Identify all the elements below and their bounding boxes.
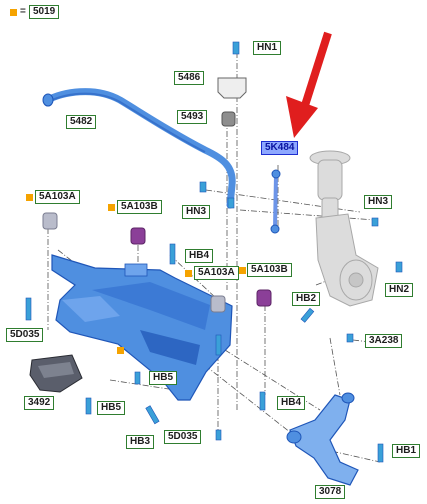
stabilizer-link-top <box>271 169 281 179</box>
lower-control-arm-3078 <box>289 394 359 486</box>
callout-hb5-lower: HB5 <box>97 401 126 415</box>
bushing-5a103a-mid <box>210 295 226 313</box>
stabilizer-link-bottom <box>270 224 280 234</box>
callout-hb5-upper: HB5 <box>149 371 178 385</box>
stabilizer-bar-shade <box>47 92 206 153</box>
stabilizer-bar <box>44 88 236 209</box>
legend-equals: = <box>20 6 26 17</box>
fasteners <box>25 181 403 463</box>
marker-3a238 <box>117 347 124 354</box>
bushing-5a103a-top <box>42 212 58 230</box>
stabilizer-bracket <box>217 77 247 99</box>
callout-hn1: HN1 <box>253 41 282 55</box>
callout-5486: 5486 <box>174 71 205 85</box>
callout-5d035-left: 5D035 <box>6 328 44 342</box>
marker-5a103a-mid <box>185 270 192 277</box>
legend-marker <box>10 9 17 16</box>
callout-hn3-left: HN3 <box>182 205 211 219</box>
callout-5k484: 5K484 <box>261 141 299 155</box>
callout-3078: 3078 <box>315 485 346 499</box>
stabilizer-bushing <box>221 111 236 127</box>
callout-hb4-lower: HB4 <box>277 396 306 410</box>
bolt-hn1 <box>232 41 240 55</box>
stabilizer-link <box>273 173 278 230</box>
stabilizer-end <box>42 93 54 107</box>
callout-3a238: 3A238 <box>365 334 403 348</box>
callout-hn2: HN2 <box>385 283 414 297</box>
callout-5482: 5482 <box>66 115 97 129</box>
callout-5d035-lower: 5D035 <box>164 430 202 444</box>
callout-5a103a-top: 5A103A <box>35 190 80 204</box>
marker-5a103a-top <box>26 194 33 201</box>
callout-5a103b-top: 5A103B <box>117 200 162 214</box>
marker-5a103b-mid <box>239 267 246 274</box>
bushing-5a103b-top <box>130 227 146 245</box>
callout-hb4-top: HB4 <box>185 249 214 263</box>
callout-hb3: HB3 <box>126 435 155 449</box>
marker-5a103b-top <box>108 204 115 211</box>
red-pointer-arrow <box>286 31 332 138</box>
bushing-5a103b-mid <box>256 289 272 307</box>
legend-code: 5019 <box>29 5 60 19</box>
callout-hb2: HB2 <box>292 292 321 306</box>
callout-3492: 3492 <box>24 396 55 410</box>
strut-knuckle-assembly <box>309 150 379 307</box>
callout-hn3-right: HN3 <box>364 195 393 209</box>
callout-5493: 5493 <box>177 110 208 124</box>
callout-5a103b-mid: 5A103B <box>247 263 292 277</box>
callout-5a103a-mid: 5A103A <box>194 266 239 280</box>
front-subframe <box>51 254 233 401</box>
callout-hb1: HB1 <box>392 444 421 458</box>
